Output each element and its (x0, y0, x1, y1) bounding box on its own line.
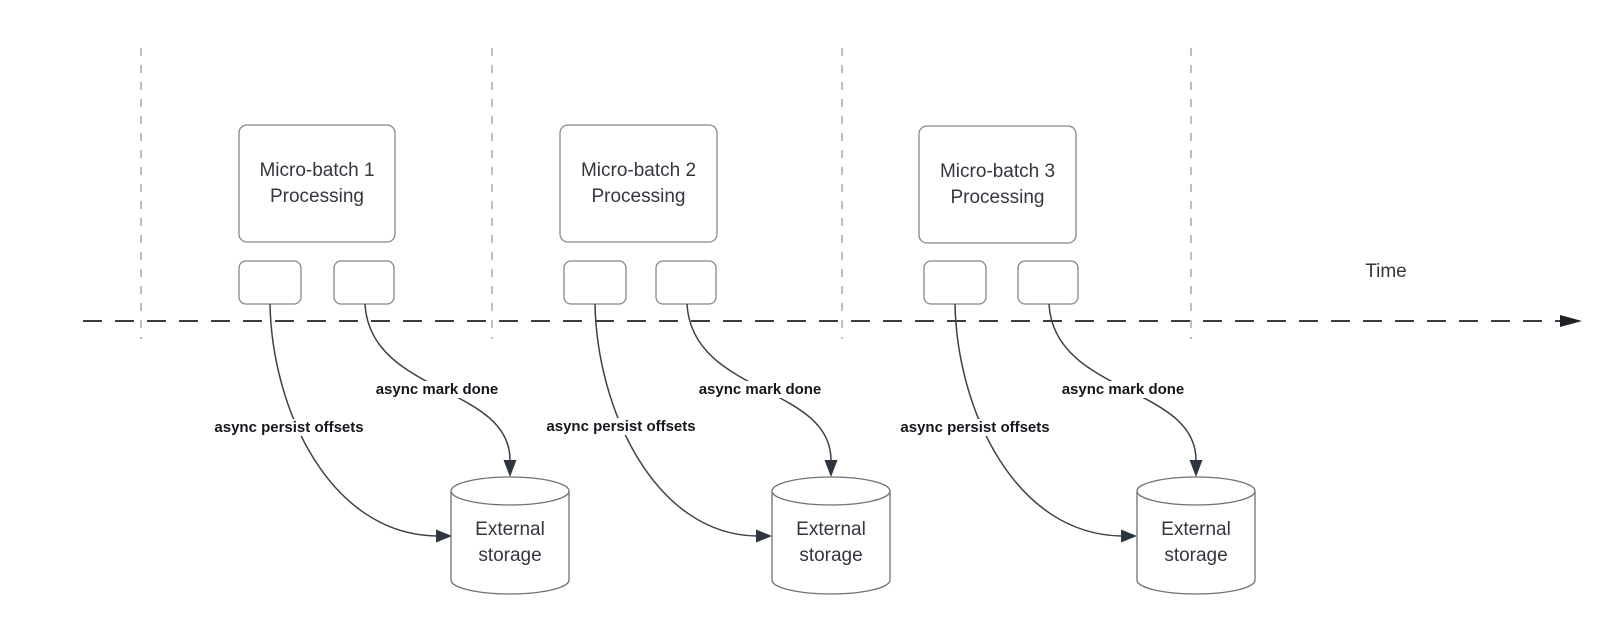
batch-3-subtask-box-2 (1017, 260, 1079, 305)
batch-3-mark-done-arrowhead-icon (1189, 460, 1203, 477)
batch-2-persist-arrowhead-icon (756, 529, 772, 543)
batch-1-persist-offsets-arrow (269, 303, 437, 537)
batch-3-persist-offsets-arrow (954, 303, 1122, 537)
batch-1-subtask-box-1 (238, 260, 302, 305)
batch-1-mark-done-label: async mark done (372, 381, 502, 398)
batch-1-title: Micro-batch 1 Processing (259, 159, 375, 207)
batch-1-storage-label: External storage (475, 519, 545, 566)
batch-2-storage-cylinder-body (771, 491, 891, 595)
batch-2-processing-box (559, 124, 718, 243)
batch-3-persist-offsets-label: async persist offsets (897, 419, 1053, 436)
batch-2-mark-done-label: async mark done (695, 381, 825, 398)
batch-2-persist-offsets-label: async persist offsets (543, 418, 699, 435)
batch-1-subtask-box-2 (333, 260, 395, 305)
batch-2-persist-offsets-arrow (594, 303, 757, 537)
batch-1-mark-done-arrowhead-icon (503, 460, 517, 477)
time-axis-label: Time (1365, 261, 1407, 282)
batch-3-persist-arrowhead-icon (1121, 529, 1137, 543)
batch-3-storage-label: External storage (1161, 519, 1231, 566)
batch-2-mark-done-arrowhead-icon (824, 460, 838, 477)
batch-3-title: Micro-batch 3 Processing (939, 160, 1056, 208)
time-axis-arrowhead-icon (1560, 315, 1582, 327)
batch-3-storage-cylinder-body (1136, 491, 1256, 595)
batch-1-storage-cylinder-body (450, 491, 570, 595)
batch-2-subtask-box-2 (655, 260, 717, 305)
batch-2-storage-cylinder-top (771, 476, 891, 506)
batch-2-subtask-box-1 (563, 260, 627, 305)
batch-2-title: Micro-batch 2 Processing (580, 159, 697, 207)
batch-2-storage-label: External storage (796, 519, 866, 566)
batch-1-persist-arrowhead-icon (436, 529, 452, 543)
batch-3-subtask-box-1 (923, 260, 987, 305)
batch-1-storage-cylinder-top (450, 476, 570, 506)
batch-3-storage-cylinder-top (1136, 476, 1256, 506)
batch-1-persist-offsets-label: async persist offsets (211, 419, 367, 436)
batch-3-processing-box (918, 125, 1077, 244)
batch-1-processing-box (238, 124, 396, 243)
batch-3-mark-done-label: async mark done (1058, 381, 1188, 398)
